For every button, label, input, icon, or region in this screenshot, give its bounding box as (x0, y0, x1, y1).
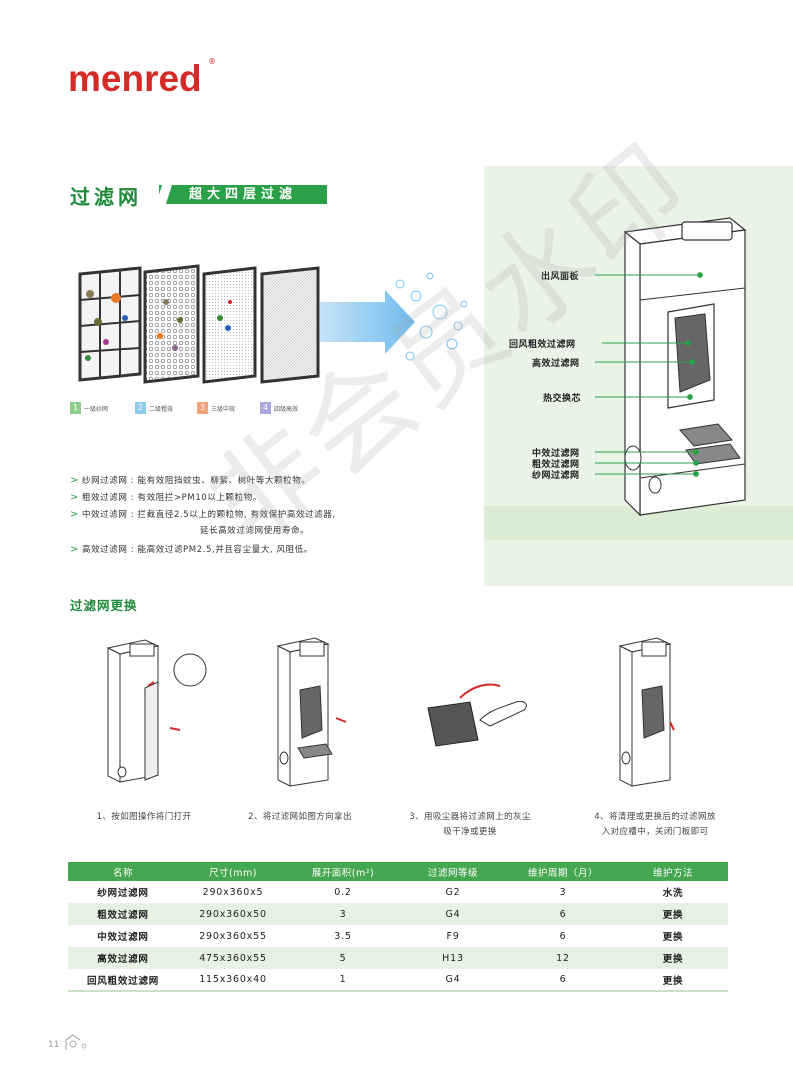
table-row: 回风粗效过滤网 115x360x40 1 G4 6 更换 (68, 969, 728, 992)
mesh-filter-layer (78, 266, 142, 382)
col-header-size: 尺寸(mm) (178, 862, 288, 881)
legend-number: 2 (135, 402, 146, 414)
medium-filter-layer (202, 266, 257, 384)
col-header-grade: 过滤网等级 (398, 862, 508, 881)
step-1-caption: 1、按如图操作将门打开 (96, 812, 192, 822)
legend-item-4: 4 四级高效 (260, 401, 298, 415)
legend-label: 一级纱网 (84, 405, 109, 413)
legend-label: 三级中效 (211, 405, 236, 413)
table-header-row: 名称 尺寸(mm) 展开面积(m²) 过滤网等级 维护周期（月） 维护方法 (68, 862, 728, 881)
step-2-illustration (276, 637, 347, 787)
filter-spec-table: 名称 尺寸(mm) 展开面积(m²) 过滤网等级 维护周期（月） 维护方法 纱网… (68, 862, 728, 992)
coarse-filter-layer (143, 264, 200, 384)
four-layer-filter-illustration (78, 264, 468, 384)
desc-medium-filter: >中效过滤网 : 拦截直径2.5以上的颗粒物, 有效保护高效过滤器, (70, 509, 336, 520)
bullet-arrow: > (70, 544, 79, 555)
col-header-method: 维护方法 (618, 862, 728, 881)
table-row: 高效过滤网 475x360x55 5 H13 12 更换 (68, 947, 728, 969)
legend-label: 四级高效 (274, 405, 299, 413)
brand-logo: menred (68, 58, 202, 99)
desc-medium-filter-cont: 延长高效过滤网使用寿命。 (200, 526, 310, 536)
table-row: 中效过滤网 290x360x55 3.5 F9 6 更换 (97, 930, 684, 944)
registered-mark: ® (208, 57, 216, 66)
clean-airflow-arrow (320, 272, 468, 361)
desc-hepa-filter: >高效过滤网 : 能高效过滤PM2.5,并且容尘量大, 风阻低。 (70, 544, 313, 555)
step-1-illustration (106, 639, 207, 783)
table-row: 粗效过滤网 290x360x50 3 G4 6 更换 (68, 903, 728, 925)
bullet-arrow: > (70, 492, 79, 503)
legend-number: 3 (197, 402, 208, 414)
footer-house-icon (65, 1034, 87, 1050)
hepa-filter-layer (260, 266, 320, 384)
replacement-title: 过滤网更换 (70, 598, 138, 613)
step-2-caption: 2、将过滤网如图方向拿出 (248, 812, 352, 822)
legend-item-1: 1 一级纱网 (70, 401, 108, 415)
callout-heat-core: 热交换芯 (543, 394, 582, 404)
legend-label: 二级粗效 (149, 405, 174, 413)
legend-item-3: 3 三级中效 (197, 401, 235, 415)
callout-coarse: 粗效过滤网 (532, 460, 580, 470)
callout-medium: 中效过滤网 (532, 449, 580, 459)
callout-hepa: 高效过滤网 (532, 359, 580, 369)
callout-outlet-panel: 出风面板 (541, 272, 580, 282)
step-4-illustration (618, 637, 675, 787)
step-3-caption: 3、用吸尘器将过滤网上的灰尘 吸干净或更换 (409, 812, 531, 837)
fresh-air-unit-illustration (595, 217, 747, 517)
section-title: 过滤网 (70, 185, 142, 209)
legend-number: 4 (260, 402, 271, 414)
bullet-arrow: > (70, 509, 79, 520)
col-header-cycle: 维护周期（月） (508, 862, 618, 881)
step-3-illustration (427, 683, 527, 747)
legend-number: 1 (70, 402, 81, 414)
legend-item-2: 2 二级粗效 (135, 401, 173, 415)
bullet-arrow: > (70, 475, 79, 486)
desc-mesh-filter: >纱网过滤网 : 能有效阻挡蚊虫、柳絮、树叶等大颗粒物。 (70, 475, 311, 486)
callout-return-coarse: 回风粗效过滤网 (509, 340, 576, 350)
col-header-area: 展开面积(m²) (288, 862, 398, 881)
section-badge: 超大四层过滤 (159, 185, 327, 204)
page-number: 11 (48, 1040, 60, 1050)
table-row: 纱网过滤网 290x360x5 0.2 G2 3 水洗 (97, 886, 684, 900)
step-4-caption: 4、将清理或更换后的过滤网放 入对应槽中，关闭门板即可 (594, 812, 716, 837)
callout-mesh: 纱网过滤网 (532, 471, 580, 481)
desc-coarse-filter: >粗效过滤网 : 有效阻拦>PM10以上颗粒物。 (70, 492, 262, 503)
col-header-name: 名称 (68, 862, 178, 881)
